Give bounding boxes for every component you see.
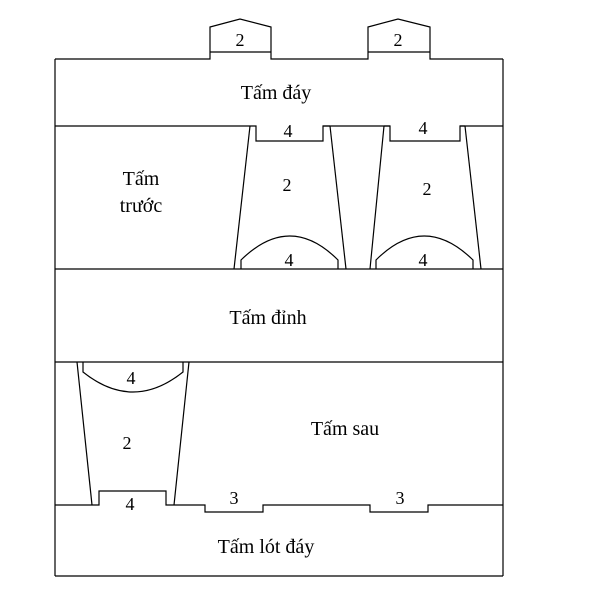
num-tab-bottom-right: 3 — [396, 488, 405, 508]
outline — [54, 18, 504, 577]
upper-left-arc — [240, 235, 339, 269]
label-top-plate: Tấm đỉnh — [229, 307, 306, 329]
num-notch-upper-right: 4 — [419, 118, 428, 138]
num-tab-bottom-left: 3 — [230, 488, 239, 508]
num-notch-upper-left: 4 — [284, 121, 293, 141]
fold-line-1 — [55, 125, 503, 142]
lower-arc — [82, 362, 184, 393]
lower-side-b — [173, 361, 190, 506]
num-side-upper-left: 2 — [283, 175, 292, 195]
top-edge-with-tabs — [55, 18, 503, 60]
label-back-plate: Tấm sau — [311, 418, 379, 440]
upper-left-side-b — [329, 125, 347, 270]
num-top-tab-left: 2 — [236, 30, 245, 50]
fold-line-4 — [55, 490, 503, 513]
upper-right-arc — [375, 235, 474, 269]
panel-labels: Tấm đáy Tấm trước Tấm đỉnh Tấm sau Tấm l… — [120, 82, 379, 558]
num-side-lower: 2 — [123, 433, 132, 453]
label-front-plate-1: Tấm — [123, 168, 160, 190]
lower-side-a — [76, 361, 93, 506]
piece-numbers: 2 2 4 4 2 2 4 4 4 2 4 3 3 — [123, 30, 432, 514]
num-notch-lower: 4 — [126, 494, 135, 514]
num-arc-lower: 4 — [127, 368, 136, 388]
upper-right-side-a — [369, 125, 385, 270]
upper-right-side-b — [464, 125, 482, 270]
label-base-liner: Tấm lót đáy — [218, 536, 315, 558]
num-side-upper-right: 2 — [423, 179, 432, 199]
num-arc-upper-left: 4 — [285, 250, 294, 270]
num-arc-upper-right: 4 — [419, 250, 428, 270]
num-top-tab-right: 2 — [394, 30, 403, 50]
label-bottom-plate: Tấm đáy — [241, 82, 312, 104]
label-front-plate-2: trước — [120, 195, 163, 217]
upper-left-side-a — [233, 125, 251, 270]
